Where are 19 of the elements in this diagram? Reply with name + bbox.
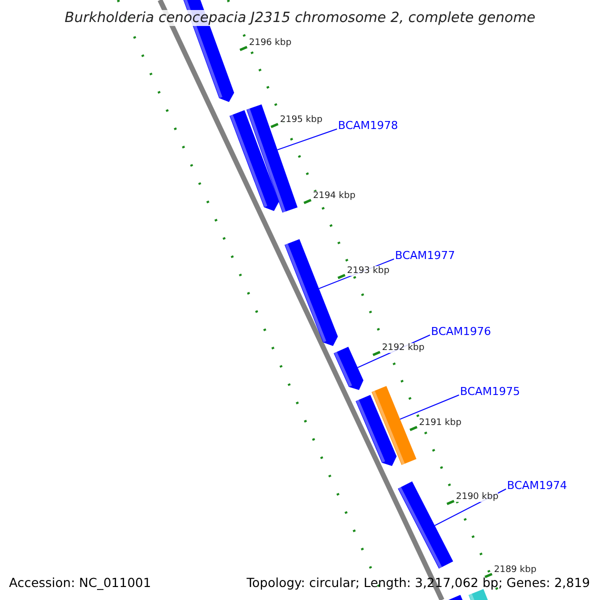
tick-label: 2194 kbp (313, 191, 356, 201)
genome-summary: Topology: circular; Length: 3,217,062 bp; Genes: 2,819 (246, 575, 590, 590)
gene-label: BCAM1978 (338, 119, 398, 132)
gene-block (284, 239, 338, 346)
gene-block (230, 110, 279, 211)
tick-label: 2195 kbp (280, 115, 322, 125)
title: Burkholderia cenocepacia J2315 chromosome 2, complete genome (64, 10, 536, 26)
gene-label: BCAM1974 (507, 479, 568, 492)
leader-line (400, 394, 460, 420)
gene-block (372, 386, 416, 466)
gene-block (356, 394, 397, 466)
accession-note: Accession: NC_011001 (9, 575, 152, 590)
gene-block (398, 481, 454, 569)
tick-label: 2192 kbp (382, 343, 424, 353)
leader-line (276, 128, 338, 150)
gene-label: BCAM1975 (460, 385, 520, 398)
gene-label: BCAM1976 (431, 325, 492, 338)
gene-label: BCAM1977 (395, 249, 456, 262)
gene-block (334, 346, 364, 390)
